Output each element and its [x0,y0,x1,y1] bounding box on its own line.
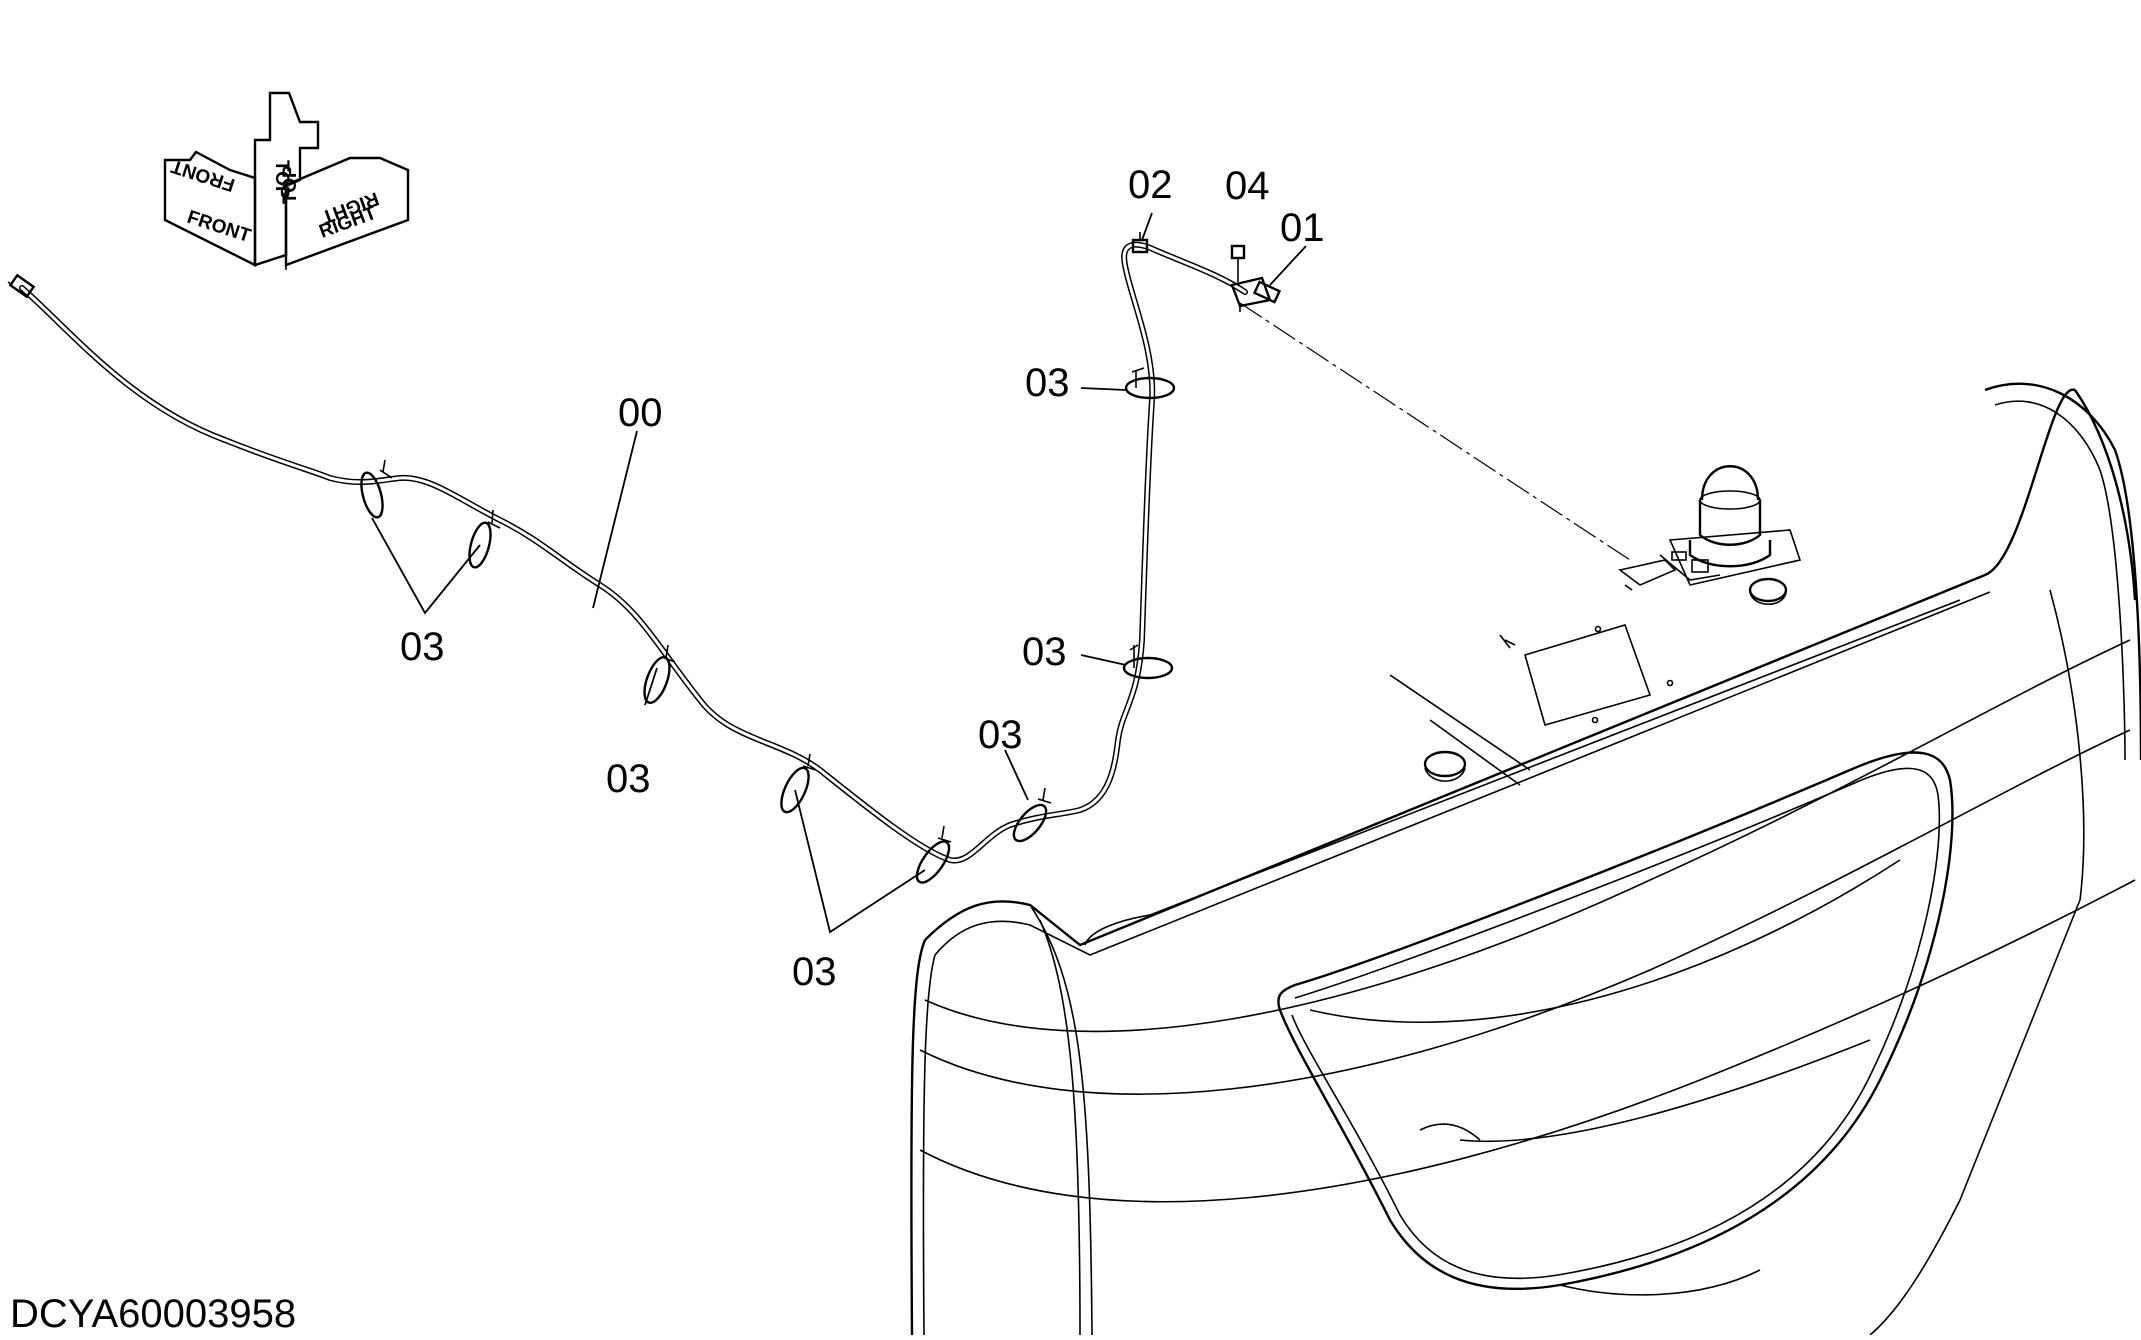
harness-wire [7,241,1248,864]
counterweight-recess [1277,751,1954,1296]
beacon-lamp [1659,465,1802,586]
orientation-front-mirror: FRONT [168,155,237,195]
installation-centerline [1239,302,1631,561]
clamps [360,367,1176,884]
orientation-front-label: FRONT [184,207,253,247]
leader-lines [371,212,1307,934]
clamp-6 [1012,787,1052,843]
connector-01 [1230,276,1282,312]
clamp-2 [468,509,501,569]
clamp-02 [1131,232,1149,254]
callout-labels: 00 01 02 04 03 03 03 03 03 03 [400,163,1325,994]
callout-01: 01 [1280,206,1325,250]
orientation-top-label: TOP [271,160,292,199]
clamp-5 [915,825,952,884]
callout-03-bottom-pair: 03 [792,950,837,994]
callout-00: 00 [618,391,663,435]
counterweight-body [910,382,2141,1336]
clamp-7 [1122,644,1174,680]
callout-03-upper-right: 03 [1025,361,1070,405]
callout-03-left-pair: 03 [400,625,445,669]
clamp-8 [1124,367,1176,400]
bolt-04 [1230,244,1246,282]
clamp-4 [780,753,817,814]
callout-03-middle-right: 03 [1022,630,1067,674]
callout-03-near-loop: 03 [978,713,1023,757]
front-arrow-icon [163,150,257,267]
callout-02: 02 [1128,163,1173,207]
callout-03-center: 03 [606,757,651,801]
callout-04: 04 [1225,164,1270,208]
orientation-top-mirror: TOP [280,165,301,204]
left-connector-plug [7,273,36,299]
clamp-1 [360,459,393,519]
drawing-id: DCYA60003958 [10,1292,296,1335]
clamp-3 [643,644,676,705]
orientation-symbol: FRONT FRONT TOP TOP RIGHT RIGHT [163,91,410,270]
